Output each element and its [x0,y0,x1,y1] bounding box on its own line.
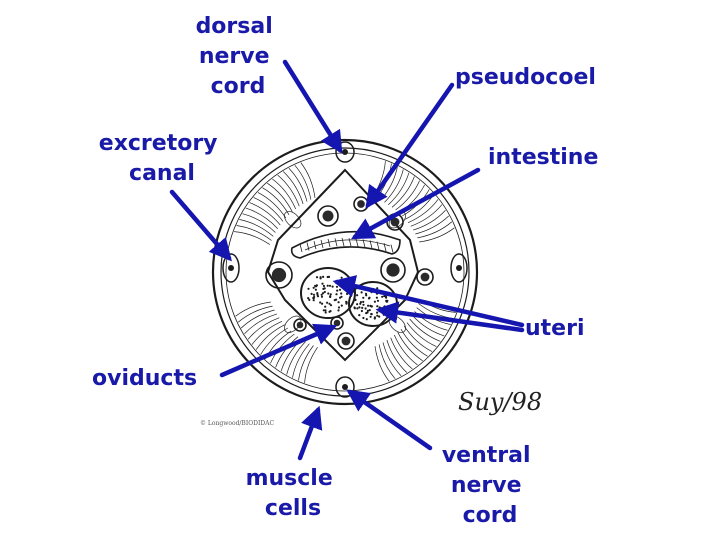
label-intestine: intestine [488,145,598,170]
arrow-pseudocoel [365,82,455,209]
gonad-tubes [265,196,434,350]
cuticle-outer [211,138,479,406]
arrow-dorsal-nerve-cord [282,59,343,154]
labels: dorsal nerve cord pseudocoel excretory c… [92,14,598,528]
label-uteri: uteri [525,316,585,341]
label-oviducts: oviducts [92,366,197,391]
pseudocoel-cavity [266,168,420,362]
label-muscle-cells: muscle cells [246,466,341,521]
label-pseudocoel: pseudocoel [455,65,596,90]
arrow-uteri-1 [332,275,525,328]
arrow-oviducts [219,323,338,378]
label-ventral-nerve-cord: ventral nerve cord [442,443,538,528]
label-arrows [169,59,525,461]
arrow-excretory-canal [169,189,232,262]
label-excretory-canal: excretory canal [99,131,225,186]
intestine-structure [290,230,401,259]
excretory-canal-structure [222,253,468,283]
arrow-uteri-2 [375,301,525,333]
label-dorsal-nerve-cord: dorsal nerve cord [196,14,281,99]
hypodermis [225,152,465,392]
cross-section-drawing: © Longwood/BIODIDAC Suy/98 [200,138,542,427]
arrow-ventral-nerve-cord [346,389,433,451]
ventral-nerve-cord-structure [335,376,355,398]
drawing-credit: © Longwood/BIODIDAC [200,420,274,427]
artist-signature: Suy/98 [458,388,542,416]
arrow-intestine [351,167,481,240]
arrow-muscle-cells [297,405,323,461]
cuticle-inner [220,147,470,397]
